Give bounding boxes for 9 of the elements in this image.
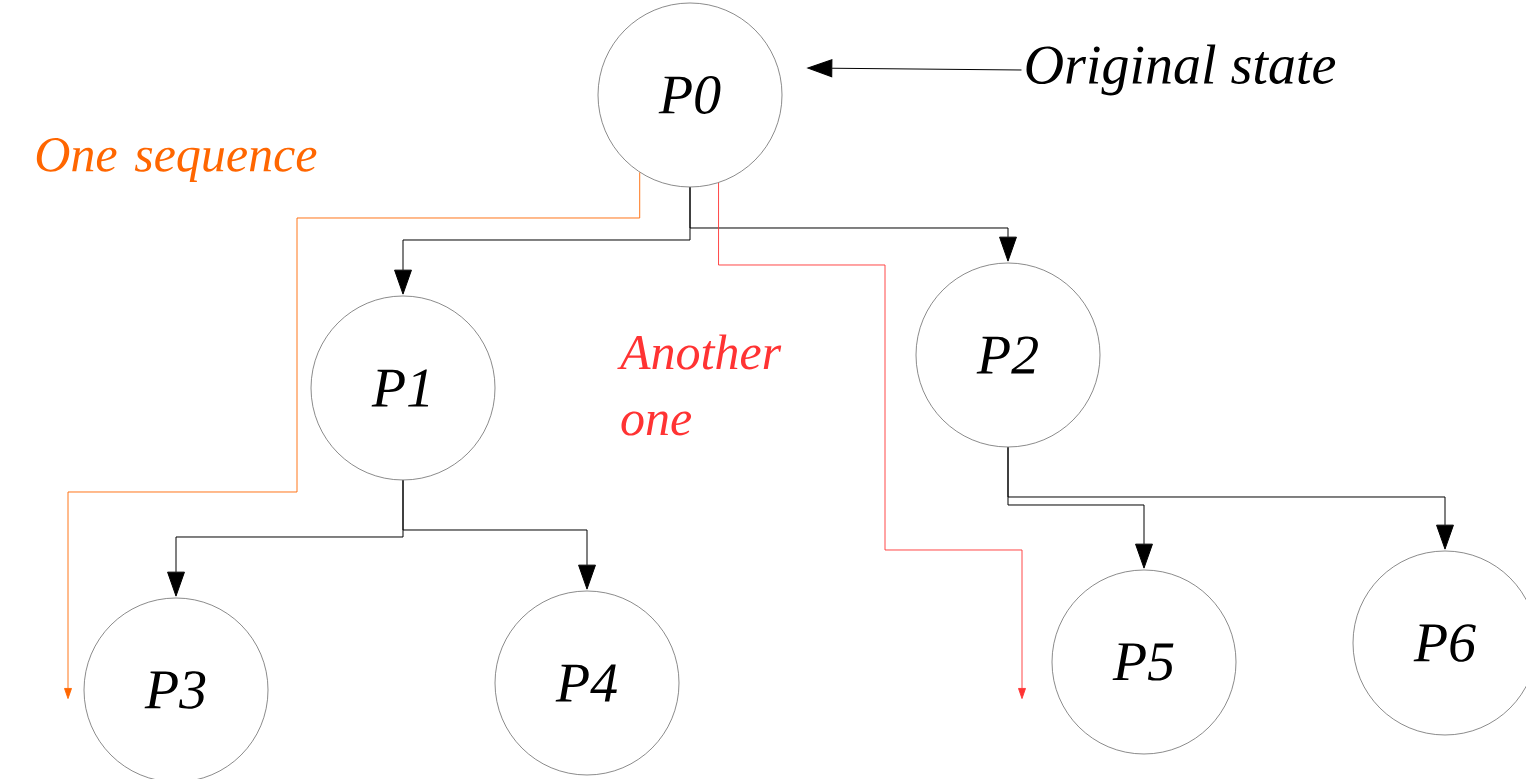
state-label: Original state — [1026, 44, 1336, 96]
annotation-text: Another one — [617, 334, 782, 436]
arrow — [64, 172, 641, 700]
arrow — [689, 186, 1017, 262]
arrow — [402, 479, 596, 590]
arrow — [807, 59, 1022, 78]
arrow — [718, 182, 1026, 700]
annotation-text: One sequence — [36, 138, 317, 182]
arrow — [1007, 446, 1454, 550]
